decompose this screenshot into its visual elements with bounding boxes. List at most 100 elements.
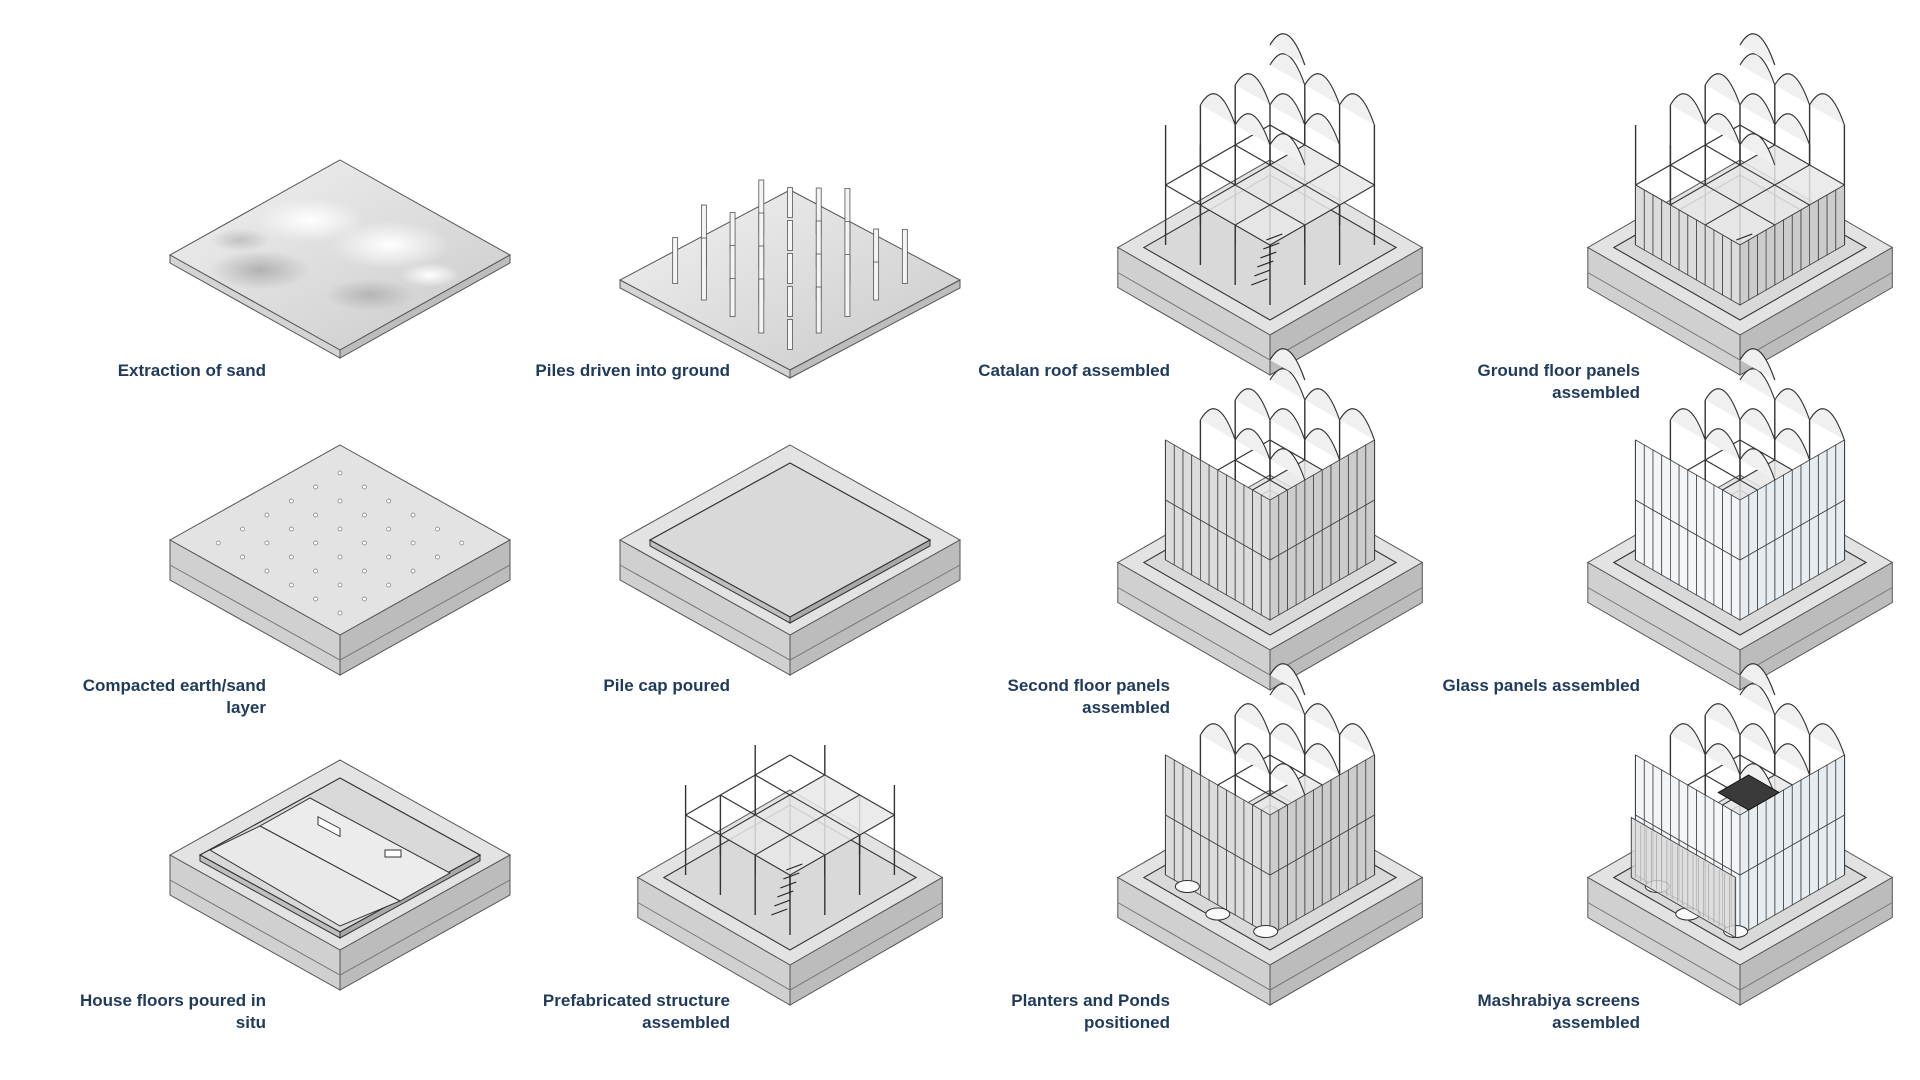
facade-panel [1800,204,1811,271]
facade-panel [1635,499,1645,566]
facade-panel [1791,464,1802,531]
pile-head-marker [362,540,367,546]
facade-panel [1356,819,1367,886]
stair-tread [1260,251,1277,259]
catalan-vault [1704,703,1741,736]
facade-panel [1661,199,1671,266]
plinth-right-face [1739,561,1893,691]
facade-panel [1217,784,1227,851]
planter [1205,907,1231,921]
facade-panel [1339,829,1349,896]
facade-panel [1191,514,1201,581]
catalan-vault [1304,428,1341,461]
facade-panel [1835,814,1845,881]
catalan-vault [1809,93,1845,126]
ground-floor-panels-illustration [1586,33,1894,376]
facade-panel [1678,209,1689,276]
facade-panel [1182,764,1193,831]
step-caption: House floors poured in situ [66,990,266,1034]
facade-panel [1365,754,1375,821]
facade-panel [1817,764,1828,831]
facade-panel [1756,544,1767,611]
facade-panel [1669,204,1680,271]
facade-panel [1739,869,1750,936]
facade-panel [1687,469,1697,536]
tower-vault [1269,33,1306,66]
facade-panel [1286,544,1297,611]
facade-panel [1748,234,1758,301]
catalan-vault [1269,133,1306,166]
facade-panel [1234,539,1245,606]
facade-panel [1739,239,1750,306]
facade-panel [1696,219,1706,286]
facade-panel [1313,844,1323,911]
facade-panel [1330,834,1341,901]
caption-line-2: layer [226,698,266,717]
pile-head-marker [435,554,440,560]
facade-panel [1278,864,1288,931]
beam [1165,124,1271,186]
facade-panel [1809,199,1819,266]
catalan-vault [1304,743,1341,776]
stair-tread [780,881,797,889]
facade-panel [1278,549,1288,616]
caption-line-1: Planters and Ponds [1011,991,1170,1010]
pergola-screen [1717,774,1781,811]
caption-line-1: Compacted earth/sand [82,676,266,695]
pile-head-marker [337,470,343,476]
facade-panel [1217,844,1227,911]
catalan-vault [1339,408,1375,441]
stair-tread [1263,242,1280,250]
facade-panel [1661,514,1671,581]
facade-panel [1182,509,1193,576]
pile-head-marker [337,498,343,504]
catalan-vault [1199,408,1236,441]
caption-line-1: Extraction of sand [117,361,266,380]
plinth-right-face [1269,876,1423,1006]
catalan-vault [1234,388,1271,421]
facade-panel [1696,474,1706,541]
facade-panel [1817,194,1828,261]
facade-panel [1234,854,1245,921]
pile [873,228,880,268]
facade-panel [1722,489,1732,556]
stair-tread [771,908,788,916]
catalan-vault [1199,93,1236,126]
caption-line-2: assembled [1082,698,1170,717]
catalan-vault [1234,73,1271,106]
catalan-vault [1774,113,1811,146]
pile-head-marker [337,526,343,532]
facade-panel [1809,454,1819,521]
facade-panel [1286,859,1297,926]
planters-ponds-illustration [1116,663,1424,1006]
facade-panel [1347,764,1358,831]
step-pile-cap: Pile cap poured [490,385,970,715]
facade-panel [1783,844,1793,911]
facade-panel [1835,439,1845,506]
facade-panel [1826,819,1837,886]
facade-panel [1652,194,1663,261]
facade-panel [1191,769,1201,836]
stair-tread [1736,233,1753,241]
facade-panel [1774,534,1784,601]
step-glass-panels: Glass panels assembled [1440,348,1920,715]
facade-panel [1704,539,1715,606]
step-caption: Planters and Ponds positioned [970,990,1170,1034]
facade-panel [1278,489,1288,556]
facade-panel [1173,444,1184,511]
facade-panel [1199,834,1210,901]
facade-panel [1243,859,1254,926]
pile [700,237,707,301]
step-compacted-layer: Compacted earth/sand layer [10,385,512,717]
pile-head-marker [288,554,294,560]
facade-panel [1643,189,1654,256]
step-piles-driven: Piles driven into ground [490,70,970,400]
catalan-vault [1669,723,1706,756]
catalan-vault [1304,388,1341,421]
facade-panel [1756,229,1767,296]
facade-panel [1321,839,1332,906]
compacted-layer-illustration [168,444,512,676]
facade-panel [1339,769,1349,836]
facade-panel [1173,819,1184,886]
